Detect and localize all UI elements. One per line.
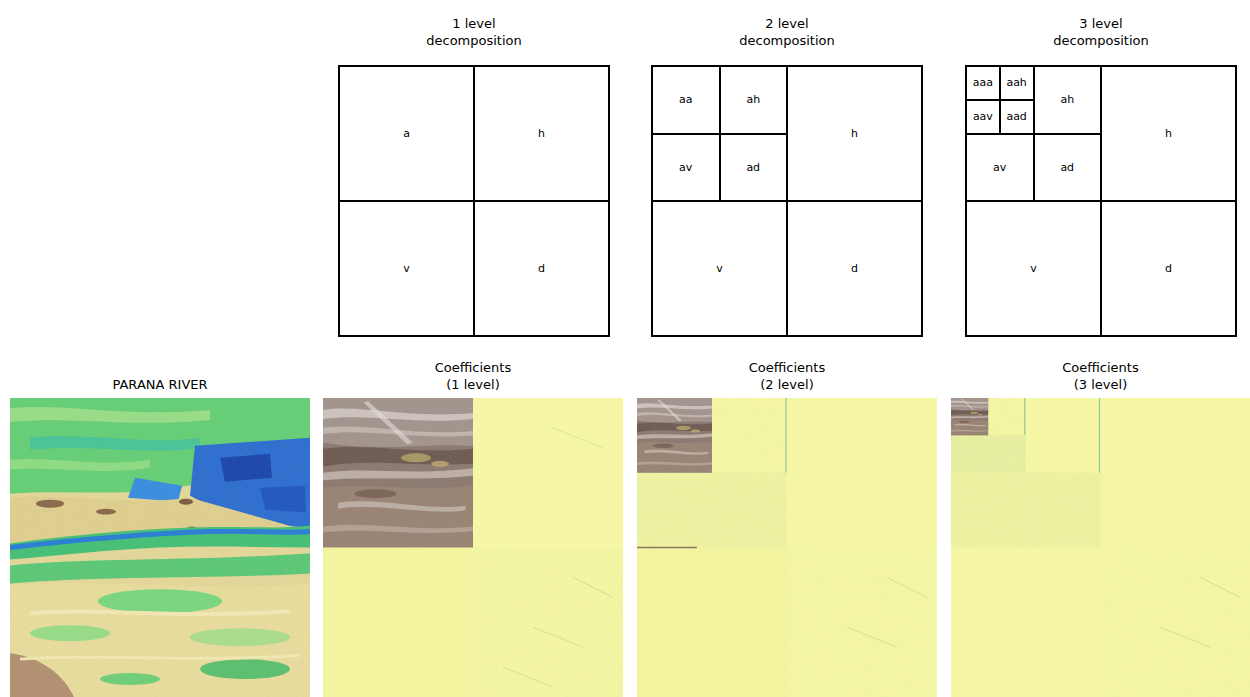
subband-cell: a xyxy=(339,66,474,201)
subband-cell: aaa xyxy=(966,66,1000,100)
image-panel: Coefficients (1 level) xyxy=(323,398,623,697)
subband-cell: h xyxy=(1101,66,1236,201)
subband-cell: h xyxy=(474,66,609,201)
panel-title: 1 level decomposition xyxy=(415,15,533,49)
subband-label: d xyxy=(851,262,858,275)
panel-title: 2 level decomposition xyxy=(728,15,846,49)
subband-cell: ah xyxy=(720,66,788,134)
decomposition-box: 2 level decompositionaaahavadhvd xyxy=(651,65,923,337)
subband-cell: v xyxy=(339,201,474,336)
image-panel: Coefficients (2 level) xyxy=(637,398,937,697)
subband-label: aav xyxy=(973,110,993,123)
subband-cell: aa xyxy=(652,66,720,134)
subband-cell: d xyxy=(474,201,609,336)
subband-cell: h xyxy=(787,66,922,201)
subband-label: h xyxy=(1165,127,1172,140)
subband-label: h xyxy=(538,127,545,140)
coefficient-image xyxy=(323,398,623,697)
subband-label: v xyxy=(403,262,410,275)
subband-label: ad xyxy=(746,161,760,174)
subband-label: h xyxy=(851,127,858,140)
subband-label: aah xyxy=(1006,76,1026,89)
subband-label: aaa xyxy=(973,76,993,89)
subband-cell: av xyxy=(966,134,1034,202)
subband-label: d xyxy=(538,262,545,275)
subband-cell: d xyxy=(787,201,922,336)
subband-cell: ah xyxy=(1034,66,1102,134)
subband-label: d xyxy=(1165,262,1172,275)
coefficient-image xyxy=(637,398,937,697)
subband-label: av xyxy=(993,161,1006,174)
coefficient-image xyxy=(951,398,1250,697)
subband-cell: v xyxy=(966,201,1101,336)
subband-cell: av xyxy=(652,134,720,202)
subband-cell: aav xyxy=(966,100,1000,134)
decomposition-box: 3 level decompositionaaaaahaavaadahavadh… xyxy=(965,65,1237,337)
subband-cell: aad xyxy=(1000,100,1034,134)
subband-label: av xyxy=(679,161,692,174)
image-panel: Coefficients (3 level) xyxy=(951,398,1250,697)
decomposition-box: 1 level decompositionahvd xyxy=(338,65,610,337)
subband-cell: aah xyxy=(1000,66,1034,100)
panel-title: Coefficients (3 level) xyxy=(1057,359,1145,393)
subband-label: v xyxy=(716,262,723,275)
subband-label: aa xyxy=(679,93,692,106)
subband-label: ah xyxy=(746,93,760,106)
subband-cell: v xyxy=(652,201,787,336)
panel-title: 3 level decomposition xyxy=(1042,15,1160,49)
subband-cell: ad xyxy=(720,134,788,202)
panel-title: Coefficients (1 level) xyxy=(429,359,517,393)
subband-label: a xyxy=(403,127,410,140)
subband-cell: ad xyxy=(1034,134,1102,202)
subband-label: ad xyxy=(1060,161,1074,174)
river-image xyxy=(10,398,310,697)
panel-title: PARANA RIVER xyxy=(112,376,207,393)
subband-label: v xyxy=(1030,262,1037,275)
image-panel: PARANA RIVER xyxy=(10,398,310,697)
subband-label: aad xyxy=(1006,110,1026,123)
subband-label: ah xyxy=(1060,93,1074,106)
panel-title: Coefficients (2 level) xyxy=(743,359,831,393)
subband-cell: d xyxy=(1101,201,1236,336)
